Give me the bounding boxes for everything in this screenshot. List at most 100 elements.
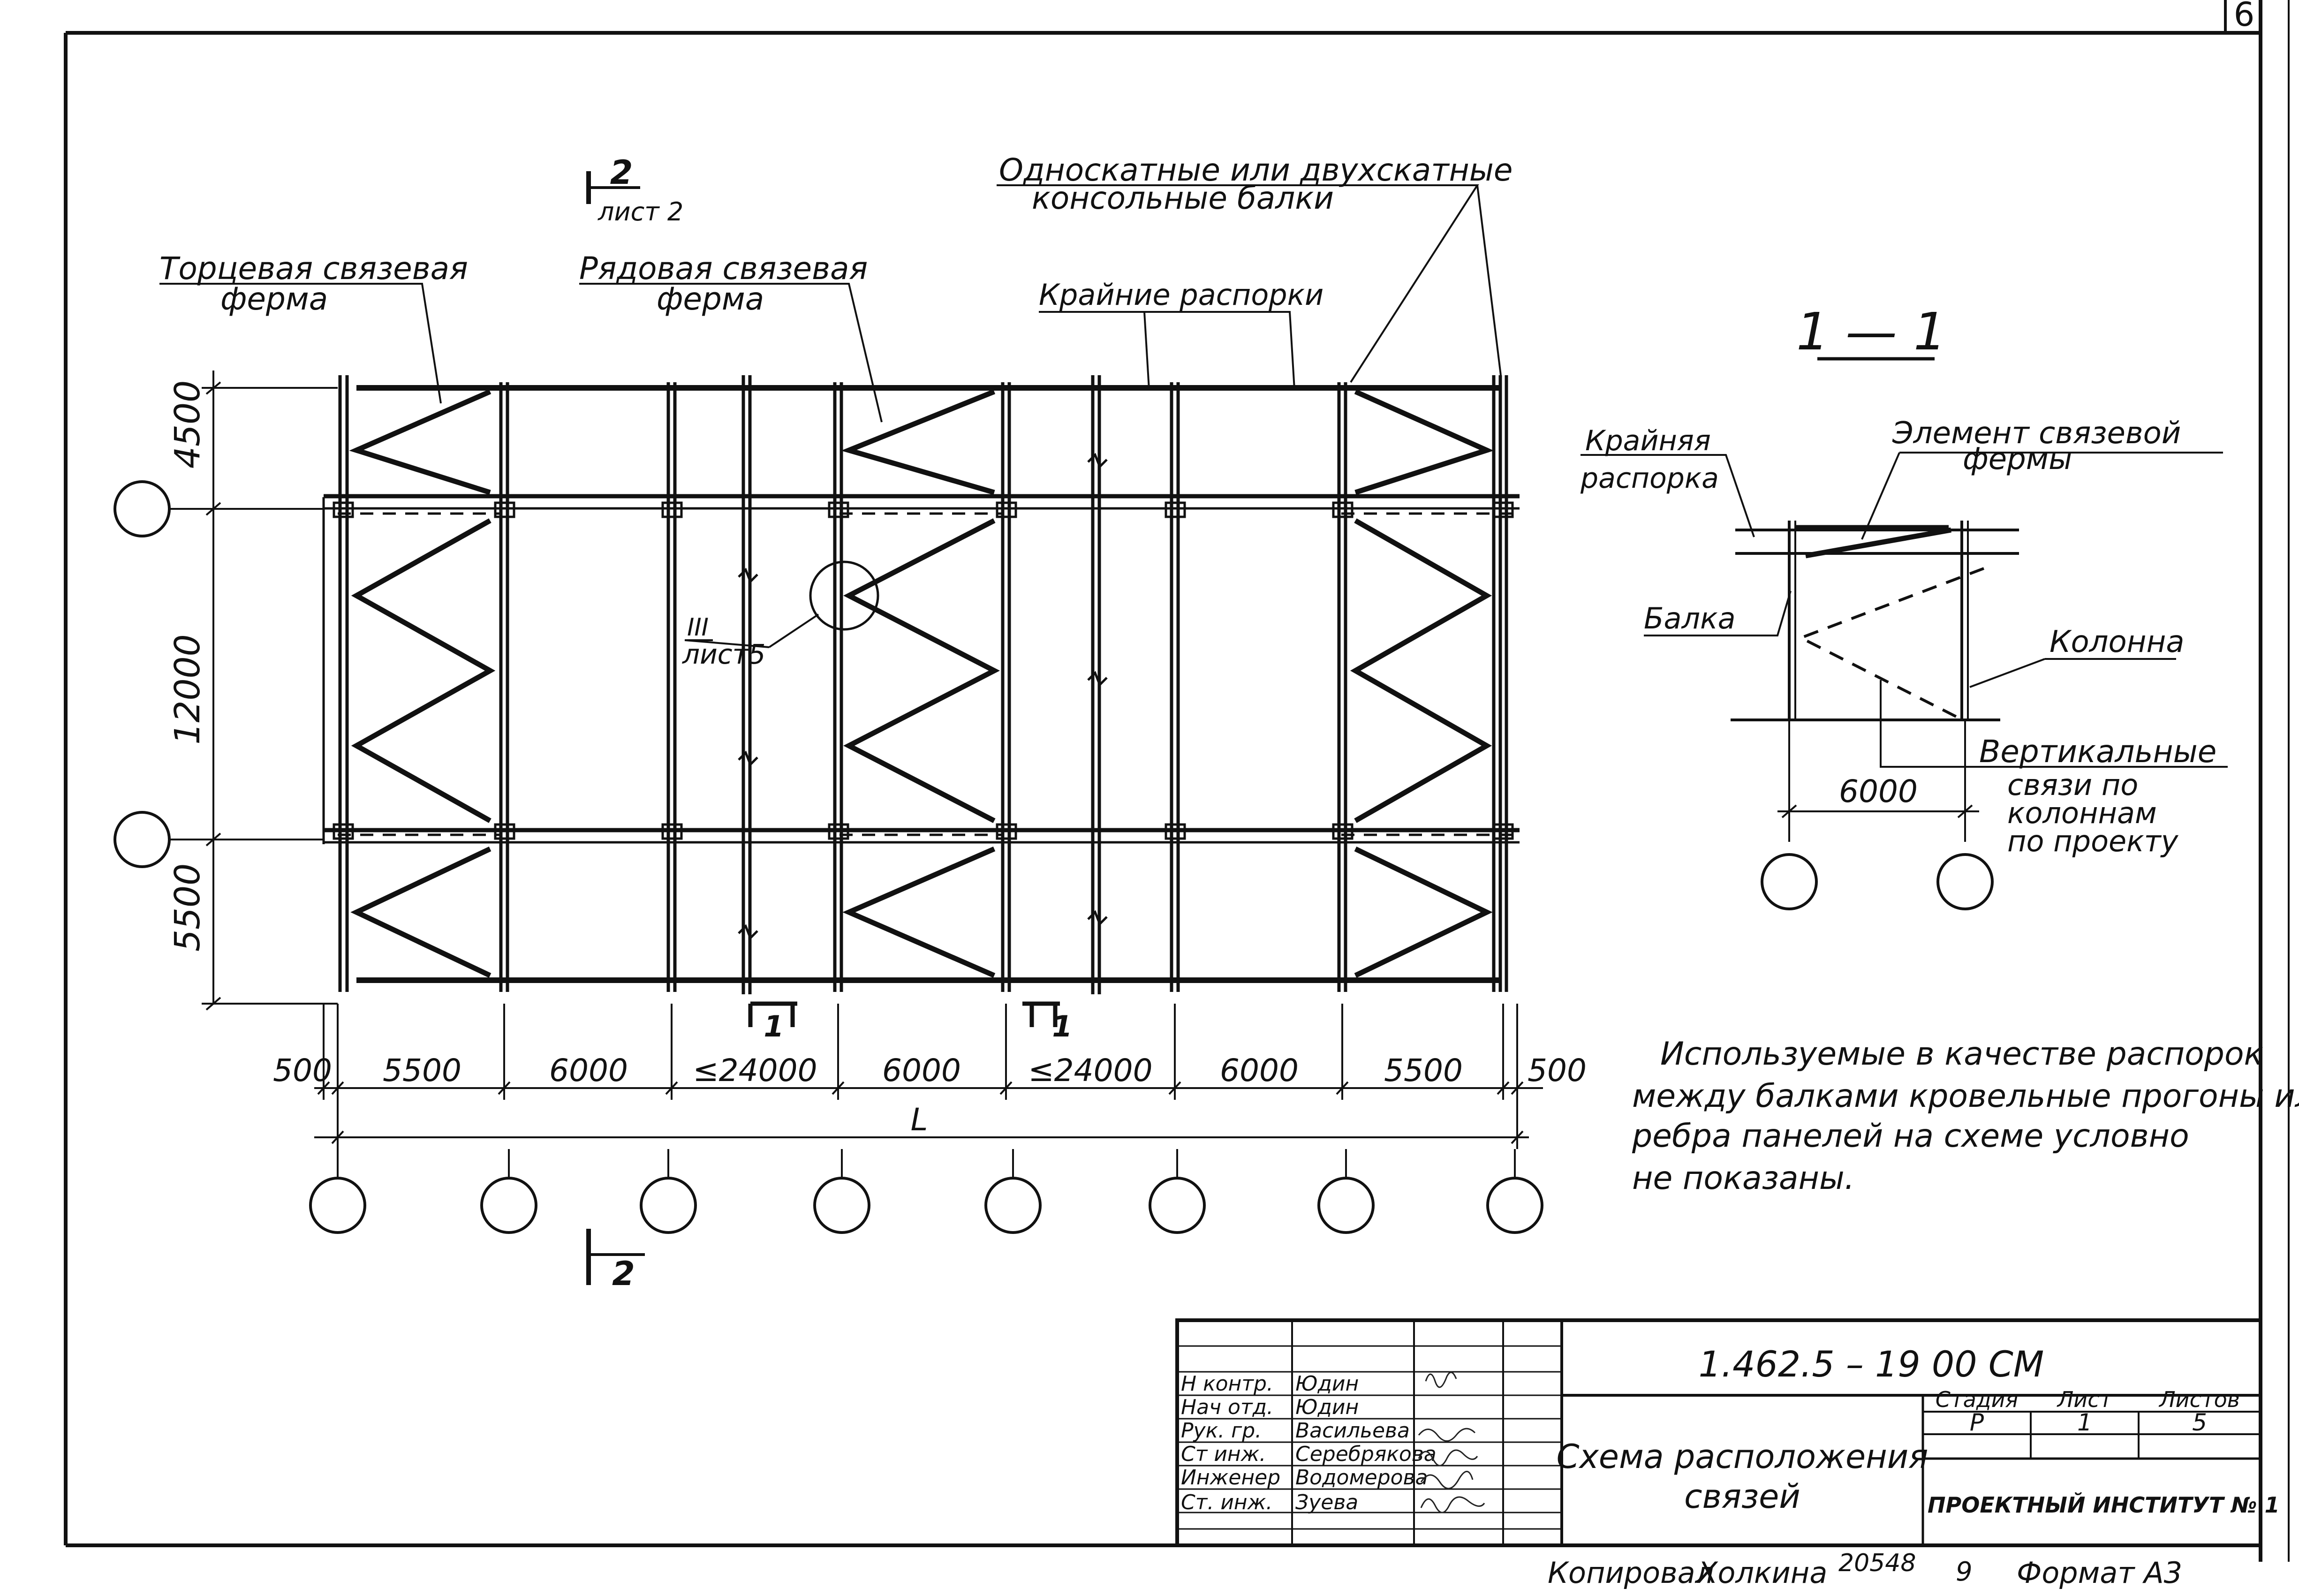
- end-bracing-truss-right: [1350, 389, 1494, 978]
- note-line-1: Используемые в качестве распорок: [1660, 1036, 2263, 1073]
- end-bracing-truss-left: [349, 389, 496, 978]
- section-grid-bubbles: [1761, 853, 1994, 910]
- label-beams-2: консольные балки: [1032, 180, 1334, 216]
- tb-role-1: Н контр.: [1181, 1372, 1273, 1396]
- grid-bubble-col-8: [1486, 1177, 1543, 1234]
- organization: ПРОЕКТНЫЙ ИНСТИТУТ № 1: [1928, 1492, 2280, 1518]
- footer-number: 20548: [1838, 1549, 1916, 1577]
- label-truss-element-1: Элемент связевой: [1892, 416, 2181, 451]
- tb-role-4: Ст инж.: [1181, 1442, 1266, 1466]
- signatures: [1418, 1371, 1485, 1513]
- label-column: Колонна: [2049, 625, 2185, 659]
- note-line-4: не показаны.: [1632, 1160, 1854, 1197]
- sheet-number-corner: 6: [2234, 0, 2255, 34]
- dim-vertical-2: 12000: [167, 634, 208, 744]
- break-marks: [738, 453, 1108, 940]
- tb-role-6: Ст. инж.: [1181, 1490, 1272, 1514]
- tb-name-2: Юдин: [1295, 1395, 1359, 1419]
- dim-h-6000-3: 6000: [1220, 1052, 1299, 1089]
- label-vertical-2: связи по: [2007, 768, 2138, 802]
- tb-name-1: Юдин: [1295, 1372, 1359, 1396]
- grid-bubble-row-b: [113, 811, 171, 868]
- label-beams-1: Односкатные или двухскатные: [999, 152, 1513, 188]
- label-edge-strut-1: Крайняя: [1585, 424, 1711, 457]
- console-beams: [322, 375, 1508, 994]
- label-end-truss-1: Торцевая связевая: [159, 250, 468, 287]
- section-mark-2-top: [586, 171, 640, 204]
- label-vertical-1: Вертикальные: [1979, 734, 2216, 770]
- dim-total-l: L: [911, 1102, 928, 1138]
- label-detail-number: III: [687, 613, 709, 642]
- dim-h-24000-1: ≤24000: [693, 1052, 817, 1089]
- grid-bubble-col-7: [1317, 1177, 1375, 1234]
- grid-bubble-col-3: [640, 1177, 697, 1234]
- grid-bubble-col-6: [1149, 1177, 1206, 1234]
- row-bracing-truss: [841, 389, 1000, 978]
- section-mark-2-bottom: [586, 1229, 645, 1285]
- doc-title-2: связей: [1684, 1477, 1800, 1516]
- plan-view: [162, 375, 1520, 994]
- doc-title-1: Схема расположения: [1557, 1437, 1928, 1476]
- tb-name-6: Зуева: [1295, 1490, 1358, 1514]
- leader-lines: [159, 184, 1502, 423]
- label-edge-strut-2: распорка: [1580, 462, 1719, 495]
- footer-copied: Копировал: [1548, 1556, 1714, 1590]
- section-1-1-view: [1731, 521, 2019, 842]
- grid-bubble-col-4: [813, 1177, 870, 1234]
- label-beam: Балка: [1644, 601, 1736, 635]
- note-line-3: ребра панелей на схеме условно: [1632, 1118, 2189, 1155]
- grid-bubble-row-a: [113, 480, 171, 537]
- sheet-header: Лист: [2057, 1387, 2113, 1412]
- sheets-header: Листов: [2158, 1387, 2240, 1412]
- section-title: 1 — 1: [1796, 302, 1946, 362]
- tb-name-3: Васильева: [1295, 1419, 1410, 1443]
- footer-copier: Холкина: [1696, 1556, 1827, 1590]
- dim-h-5500-right: 5500: [1384, 1052, 1463, 1089]
- label-row-truss-2: ферма: [657, 281, 764, 317]
- dim-h-6000-2: 6000: [882, 1052, 961, 1089]
- dim-h-500-left: 500: [273, 1052, 332, 1089]
- label-edge-struts: Крайние распорки: [1039, 278, 1323, 312]
- dim-h-500-right: 500: [1528, 1052, 1587, 1089]
- tb-name-5: Водомерова: [1295, 1466, 1428, 1490]
- stage-header: Стадия: [1936, 1387, 2018, 1412]
- tb-role-3: Рук. гр.: [1181, 1419, 1262, 1443]
- dim-vertical-3: 5500: [167, 863, 208, 952]
- sheet-frame: [64, 0, 2290, 1562]
- section-1-left-number: 1: [764, 1009, 784, 1044]
- label-vertical-4: по проекту: [2007, 824, 2179, 858]
- section-mark-1: [748, 1001, 1060, 1027]
- dim-h-24000-2: ≤24000: [1028, 1052, 1152, 1089]
- section-2-top-sheet: лист 2: [597, 197, 683, 227]
- footer-num2: 9: [1956, 1557, 1973, 1587]
- section-2-bottom-number: 2: [612, 1255, 635, 1293]
- label-end-truss-2: ферма: [220, 281, 328, 317]
- tb-role-2: Нач отд.: [1181, 1395, 1273, 1419]
- footer-format: Формат А3: [2017, 1556, 2182, 1590]
- section-1-right-number: 1: [1052, 1009, 1072, 1044]
- horizontal-dimension-chain: [314, 1004, 1543, 1149]
- vertical-dimension-chain: [202, 371, 338, 1011]
- grid-bubble-col-1: [309, 1177, 366, 1234]
- grid-bubble-col-5: [984, 1177, 1042, 1234]
- note-line-2: между балками кровельные прогоны или: [1632, 1078, 2299, 1115]
- dim-h-5500-left: 5500: [383, 1052, 461, 1089]
- grid-bubble-col-2: [480, 1177, 537, 1234]
- dim-vertical-1: 4500: [167, 380, 208, 469]
- sheet-value: 1: [2077, 1409, 2092, 1436]
- label-row-truss-1: Рядовая связевая: [579, 250, 868, 287]
- section-leaders: [1581, 452, 2228, 768]
- detail-circle: [809, 560, 879, 631]
- label-truss-element-2: фермы: [1963, 442, 2072, 477]
- column-caps: [333, 501, 1514, 840]
- label-vertical-3: колоннам: [2007, 796, 2157, 830]
- title-block: [1175, 1318, 2262, 1547]
- grid-bubbles-plan: [113, 480, 1543, 1234]
- section-span-dim: 6000: [1839, 773, 1918, 809]
- doc-code: 1.462.5 – 19 00 СМ: [1699, 1343, 2044, 1385]
- dim-h-6000-1: 6000: [549, 1052, 628, 1089]
- section-2-top-number: 2: [610, 153, 633, 192]
- stage-value: Р: [1970, 1409, 1984, 1436]
- sheets-value: 5: [2192, 1409, 2207, 1436]
